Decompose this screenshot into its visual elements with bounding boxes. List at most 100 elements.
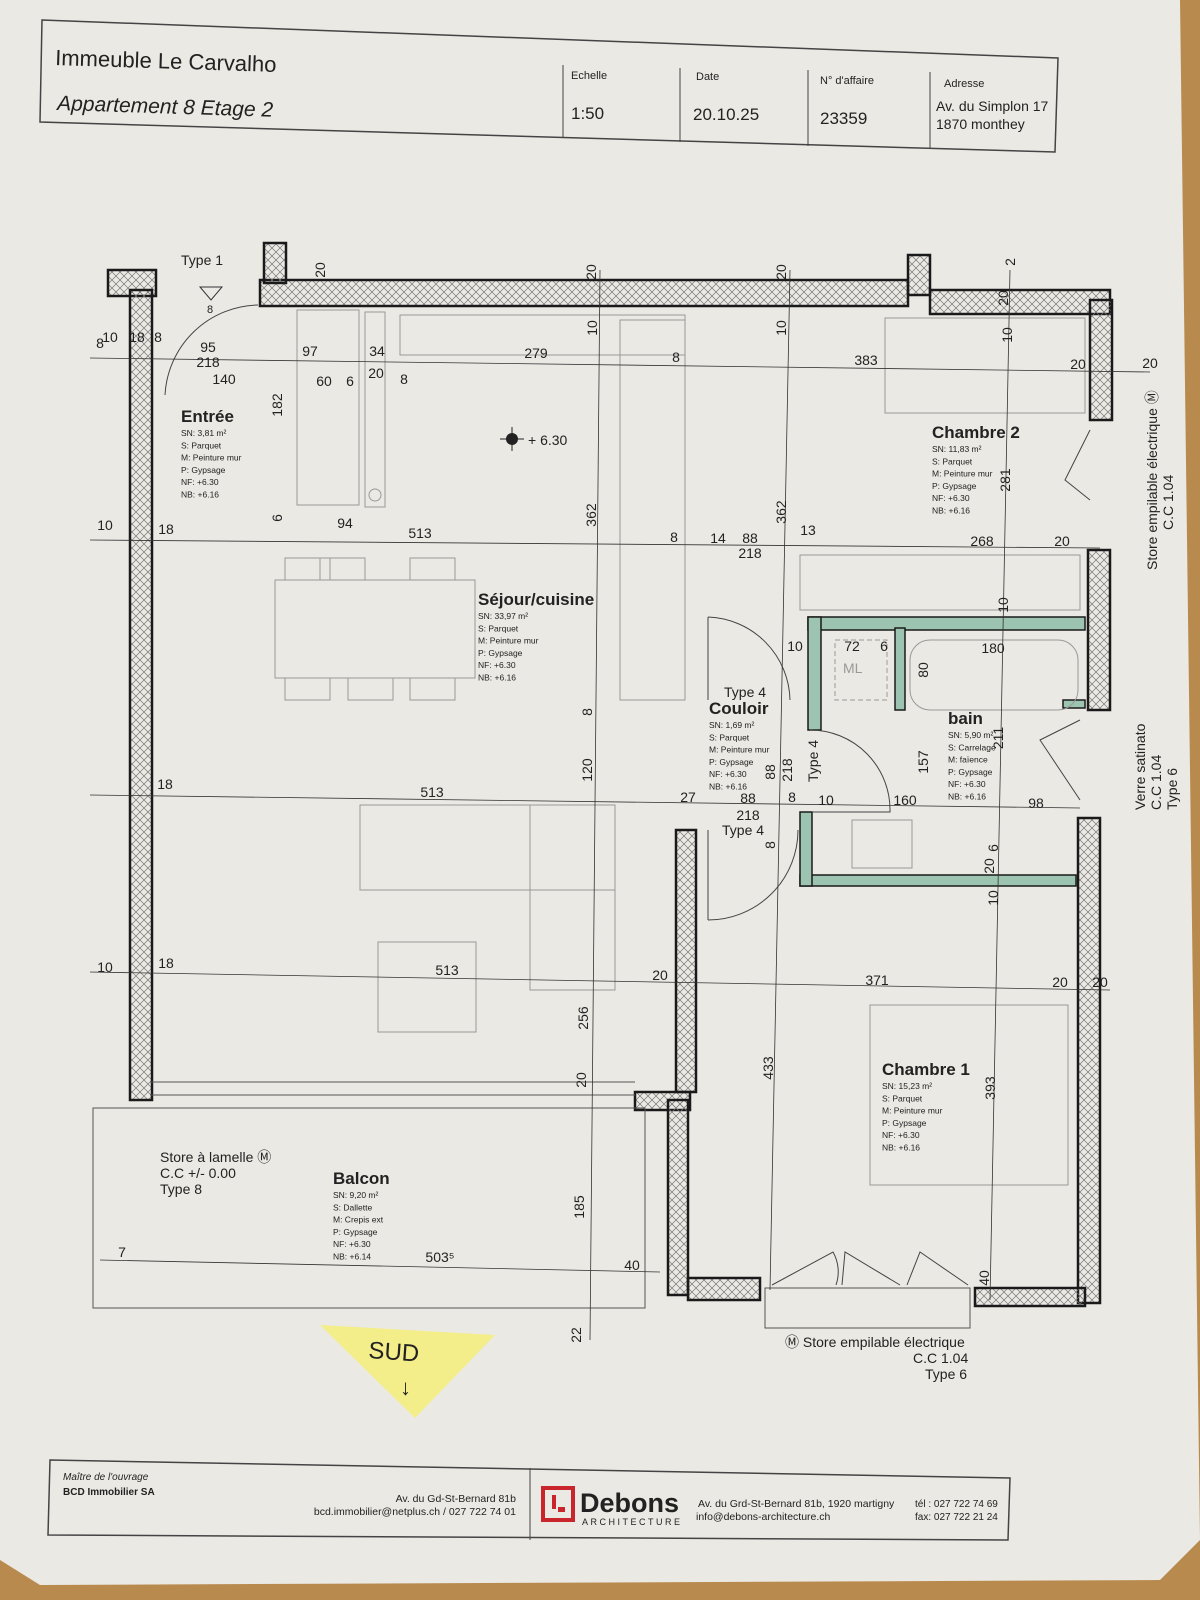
dimension-label: 281 <box>997 468 1013 492</box>
dimension-label: 218 <box>196 354 220 370</box>
architect-fax: fax: 027 722 21 24 <box>915 1512 998 1523</box>
room-info-line: P: Gypsage <box>478 648 523 658</box>
level-mark: + 6.30 <box>528 432 568 448</box>
dimension-label: 34 <box>369 343 385 359</box>
dimension-label: 20 <box>652 967 668 983</box>
dimension-label: 20 <box>583 264 599 280</box>
door-type4-label: Type 4 <box>724 684 766 700</box>
dimension-label: 218 <box>736 807 760 823</box>
room-info-line: S: Parquet <box>709 732 750 742</box>
dimension-label: 8 <box>579 708 595 716</box>
case-value: 23359 <box>820 109 867 128</box>
dimension-label: 20 <box>312 262 328 278</box>
balcony-store-line: Type 8 <box>160 1181 202 1197</box>
dimension-label: 268 <box>970 533 994 549</box>
dimension-label: 160 <box>893 792 917 808</box>
room-info-line: SN: 1,69 m² <box>709 720 755 730</box>
room-info-line: NF: +6.30 <box>333 1239 371 1249</box>
dimension-label: 10 <box>773 320 789 336</box>
room-info-line: S: Parquet <box>882 1093 923 1103</box>
dimension-label: 513 <box>420 784 444 800</box>
architect-tel: tél : 027 722 74 69 <box>915 1499 998 1510</box>
dimension-label: 6 <box>269 514 285 522</box>
dimension-label: 10 <box>584 320 600 336</box>
dimension-label: 6 <box>880 638 888 654</box>
room-info-line: NF: +6.30 <box>932 493 970 503</box>
room-info-line: M: Peinture mur <box>932 469 993 479</box>
dimension-label: 10 <box>999 327 1015 343</box>
exterior-walls <box>106 241 1114 1308</box>
dimension-label: 140 <box>212 371 236 387</box>
dimension-label: 10 <box>102 329 118 345</box>
dimension-label: 18 <box>158 521 174 537</box>
dimension-label: 88 <box>762 764 778 780</box>
dimension-label: 18 <box>129 329 145 345</box>
architect-address: Av. du Grd-St-Bernard 81b, 1920 martigny <box>698 1498 895 1510</box>
room-name: Chambre 1 <box>882 1060 970 1079</box>
dimension-label: 157 <box>915 750 931 774</box>
room-info-line: NB: +6.16 <box>948 792 986 802</box>
dimension-label: 2 <box>1002 258 1018 266</box>
room-name: Balcon <box>333 1169 390 1188</box>
balcony-store-line: C.C +/- 0.00 <box>160 1165 236 1181</box>
dimension-label: 80 <box>915 662 931 678</box>
dimension-label: 95 <box>200 339 216 355</box>
dimension-label: 10 <box>787 638 803 654</box>
dimension-label: 20 <box>573 1072 589 1088</box>
dimension-label: 94 <box>337 515 353 531</box>
room-name: Couloir <box>709 699 769 718</box>
title-block: Immeuble Le Carvalho Appartement 8 Etage… <box>39 19 1059 153</box>
room-info-line: S: Dallette <box>333 1202 372 1212</box>
dimension-label: 8 <box>154 329 162 345</box>
washer-label: ML <box>843 660 863 676</box>
door-type4-label: Type 4 <box>805 740 821 782</box>
dimension-label: 279 <box>524 345 548 361</box>
dimension-label: 6 <box>346 373 354 389</box>
room-info-line: M: Peinture mur <box>882 1106 943 1116</box>
room-info-line: S: Parquet <box>181 440 222 450</box>
architect-email: info@debons-architecture.ch <box>696 1511 831 1523</box>
dimension-label: 513 <box>408 525 432 541</box>
owner-name: BCD Immobilier SA <box>63 1487 155 1498</box>
room-info-line: NB: +6.16 <box>709 782 747 792</box>
room-name: Chambre 2 <box>932 423 1020 442</box>
dimension-label: 182 <box>269 393 285 417</box>
ch1-window-line: Ⓜ Store empilable électrique <box>785 1334 965 1350</box>
room-name: Séjour/cuisine <box>478 590 594 609</box>
owner-contact: bcd.immobilier@netplus.ch / 027 722 74 0… <box>314 1506 516 1518</box>
doors <box>164 304 1091 1286</box>
room-info-line: P: Gypsage <box>882 1118 927 1128</box>
date-value: 20.10.25 <box>693 105 759 124</box>
door-type1-label: Type 1 <box>181 252 223 268</box>
address-line1: Av. du Simplon 17 <box>936 98 1049 114</box>
room-info-line: M: Peinture mur <box>478 636 539 646</box>
dimension-label: 10 <box>818 792 834 808</box>
room-info-line: S: Parquet <box>478 623 519 633</box>
dimension-label: 10 <box>985 890 1001 906</box>
room-info-line: P: Gypsage <box>709 757 754 767</box>
footer-block: Maître de l'ouvrage BCD Immobilier SA Av… <box>47 1459 1011 1541</box>
bath-window-line: Verre satinato <box>1132 723 1148 810</box>
room-info-line: NF: +6.30 <box>882 1130 920 1140</box>
dimension-label: 20 <box>1070 356 1086 372</box>
room-info-line: SN: 11,83 m² <box>932 444 982 454</box>
room-info-line: P: Gypsage <box>181 465 226 475</box>
room-info-line: SN: 33,97 m² <box>478 611 528 621</box>
dimension-label: 180 <box>981 640 1005 656</box>
bath-window-line: Type 6 <box>1164 768 1180 810</box>
sticky-note-text: SUD <box>368 1337 420 1367</box>
dimension-label: 10 <box>995 597 1011 613</box>
dimension-label: 8 <box>670 529 678 545</box>
dimension-label: 27 <box>680 789 696 805</box>
dimension-label: 393 <box>982 1076 998 1100</box>
door-tag-number: 8 <box>207 304 213 316</box>
room-info-line: NB: +6.14 <box>333 1252 371 1262</box>
